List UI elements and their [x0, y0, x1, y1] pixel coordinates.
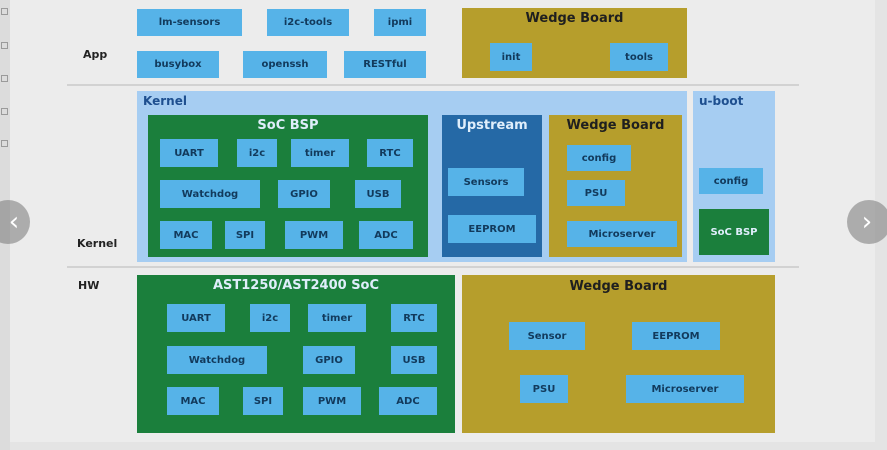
hw-wedge-title: Wedge Board — [569, 279, 668, 294]
kernel-wedge-config: config — [567, 145, 631, 171]
kernel-wedge-title: Wedge Board — [566, 118, 665, 133]
uboot-panel: u-boot config SoC BSP — [693, 91, 775, 262]
kernel-wedge-microserver: Microserver — [567, 221, 677, 247]
gutter-mark — [1, 42, 8, 49]
layer-divider — [67, 266, 799, 268]
kernel-title: Kernel — [143, 94, 187, 108]
hw-pwm: PWM — [303, 387, 361, 415]
app-openssh: openssh — [243, 51, 327, 78]
gutter-mark — [1, 75, 8, 82]
kernel-watchdog: Watchdog — [160, 180, 260, 208]
gutter-mark — [1, 140, 8, 147]
soc-bsp-title: SoC BSP — [257, 118, 319, 133]
gutter-mark — [1, 8, 8, 15]
upstream-panel: Upstream Sensors EEPROM — [442, 115, 542, 257]
gutter-mark — [1, 108, 8, 115]
hw-soc-panel: AST1250/AST2400 SoC UART i2c timer RTC W… — [137, 275, 455, 433]
app-i2c-tools: i2c-tools — [267, 9, 349, 36]
hw-timer: timer — [308, 304, 366, 332]
app-ipmi: ipmi — [374, 9, 426, 36]
kernel-rtc: RTC — [367, 139, 413, 167]
app-restful: RESTful — [344, 51, 426, 78]
hw-soc-title: AST1250/AST2400 SoC — [212, 278, 380, 293]
app-busybox: busybox — [137, 51, 219, 78]
hw-watchdog: Watchdog — [167, 346, 267, 374]
upstream-sensors: Sensors — [448, 168, 524, 196]
kernel-i2c: i2c — [237, 139, 277, 167]
chevron-right-icon: › — [861, 207, 873, 237]
kernel-timer: timer — [291, 139, 349, 167]
kernel-uart: UART — [160, 139, 218, 167]
uboot-config: config — [699, 168, 763, 194]
layer-label-kernel: Kernel — [77, 237, 118, 250]
kernel-pwm: PWM — [285, 221, 343, 249]
app-wedge-board: Wedge Board init tools — [462, 8, 687, 78]
hw-mac: MAC — [167, 387, 219, 415]
layer-divider — [67, 84, 799, 86]
app-wedge-init: init — [490, 43, 532, 71]
hw-wedge-psu: PSU — [520, 375, 568, 403]
layer-label-app: App — [83, 48, 108, 61]
upstream-title: Upstream — [456, 118, 528, 133]
soc-bsp-panel: SoC BSP UART i2c timer RTC Watchdog GPIO… — [148, 115, 428, 257]
kernel-wedge-panel: Wedge Board config PSU Microserver — [549, 115, 682, 257]
hw-wedge-microserver: Microserver — [626, 375, 744, 403]
hw-spi: SPI — [243, 387, 283, 415]
kernel-adc: ADC — [359, 221, 413, 249]
chevron-left-icon: ‹ — [8, 207, 20, 237]
app-wedge-tools: tools — [610, 43, 668, 71]
hw-wedge-panel: Wedge Board Sensor EEPROM PSU Microserve… — [462, 275, 775, 433]
kernel-spi: SPI — [225, 221, 265, 249]
next-slide-button[interactable]: › — [847, 200, 887, 244]
hw-usb: USB — [391, 346, 437, 374]
layer-label-hw: HW — [78, 279, 100, 292]
kernel-usb: USB — [355, 180, 401, 208]
hw-gpio: GPIO — [303, 346, 355, 374]
hw-adc: ADC — [379, 387, 437, 415]
upstream-eeprom: EEPROM — [448, 215, 536, 243]
hw-wedge-eeprom: EEPROM — [632, 322, 720, 350]
hw-uart: UART — [167, 304, 225, 332]
hw-i2c: i2c — [250, 304, 290, 332]
uboot-soc-bsp: SoC BSP — [699, 209, 769, 255]
hw-wedge-sensor: Sensor — [509, 322, 585, 350]
kernel-wedge-psu: PSU — [567, 180, 625, 206]
kernel-gpio: GPIO — [278, 180, 330, 208]
kernel-mac: MAC — [160, 221, 212, 249]
hw-rtc: RTC — [391, 304, 437, 332]
app-lm-sensors: lm-sensors — [137, 9, 242, 36]
uboot-title: u-boot — [699, 94, 744, 108]
app-wedge-board-title: Wedge Board — [525, 11, 624, 26]
slide: App Kernel HW lm-sensors i2c-tools ipmi … — [10, 0, 875, 442]
kernel-panel: Kernel SoC BSP UART i2c timer RTC Watchd… — [137, 91, 687, 262]
